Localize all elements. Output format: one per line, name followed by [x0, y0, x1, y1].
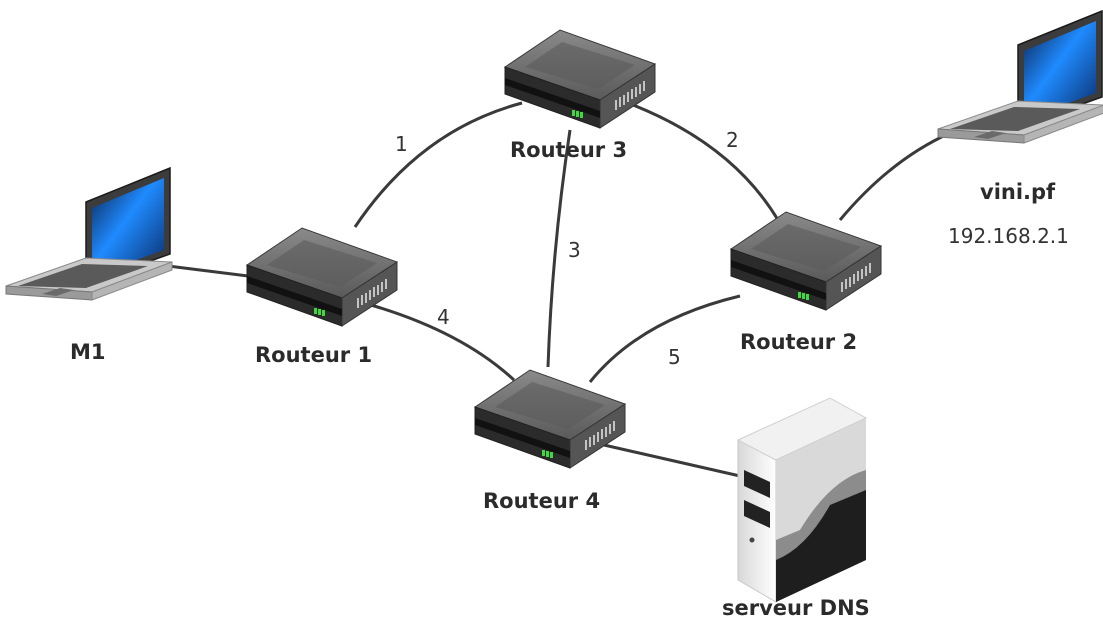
laptop-vini-icon [937, 10, 1103, 144]
node-label-routeur4: Routeur 4 [483, 489, 601, 513]
node-label-dns: serveur DNS [722, 596, 870, 620]
routeur-1-icon [246, 227, 398, 327]
link-routeur4-dns [603, 443, 741, 478]
routeur-2-icon [730, 211, 882, 311]
link-4-routeur1-routeur4 [363, 301, 516, 382]
node-label-vini: vini.pf [980, 180, 1056, 204]
node-label-m1: M1 [70, 340, 106, 364]
node-ip-vini: 192.168.2.1 [948, 224, 1069, 248]
link-3-routeur3-routeur4 [546, 129, 572, 368]
link-label-1: 1 [395, 132, 408, 156]
link-routeur2-vini [838, 131, 951, 221]
link-label-2: 2 [726, 128, 739, 152]
server-dns-icon [736, 397, 868, 603]
routeur-3-icon [504, 29, 656, 129]
link-label-4: 4 [437, 305, 450, 329]
node-label-routeur2: Routeur 2 [740, 330, 858, 354]
routeur-4-icon [474, 369, 626, 469]
node-label-routeur3: Routeur 3 [510, 138, 628, 162]
link-5-routeur2-routeur4 [588, 294, 741, 383]
link-2-routeur3-routeur2 [619, 98, 780, 221]
link-label-3: 3 [568, 238, 581, 262]
link-m1-routeur1 [159, 263, 249, 278]
node-label-routeur1: Routeur 1 [255, 343, 373, 367]
link-1-routeur1-routeur3 [353, 101, 523, 228]
link-label-5: 5 [668, 345, 681, 369]
laptop-m1-icon [5, 167, 173, 301]
